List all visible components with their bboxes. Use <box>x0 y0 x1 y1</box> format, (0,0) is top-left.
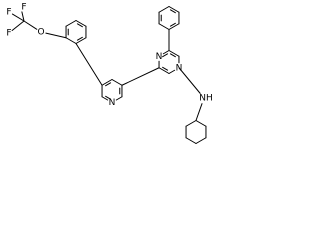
atom-f-top: F <box>6 8 11 18</box>
ring3-bond-4 <box>158 67 170 74</box>
ring1-bond-1 <box>75 20 87 27</box>
bond-o-aryl <box>45 32 67 39</box>
ring2-bond-4 <box>101 96 109 101</box>
ring3-bond-1 <box>168 50 180 57</box>
ring4-double-1 <box>169 9 176 14</box>
trifluoromethoxy-group <box>11 11 67 39</box>
atom-f-bottom: F <box>21 3 26 13</box>
ring1-double-1 <box>76 23 83 28</box>
ring3-double-3 <box>162 53 169 58</box>
bond-pyridine-pyrimidine <box>121 67 160 86</box>
ring3-bond-6 <box>162 50 170 55</box>
ring2-double-3 <box>105 95 112 100</box>
ring4-bond-4 <box>158 23 170 30</box>
bond-pyrimidine-nh <box>178 67 201 94</box>
ring3-double-2 <box>162 66 169 71</box>
pyridine-ring <box>75 43 123 101</box>
ring4-bond-1 <box>168 6 180 13</box>
ring1-double-2 <box>76 36 83 41</box>
phenyl-ring <box>158 6 180 51</box>
atom-o-ether: O <box>37 28 44 38</box>
ring1-bond-3 <box>75 37 87 44</box>
ring4-bond-6 <box>158 6 170 13</box>
ring1-bond-6 <box>65 20 77 27</box>
ring5-bond-6 <box>185 120 197 127</box>
ring5-bond-4 <box>185 137 197 144</box>
ring3-bond-3 <box>168 69 176 74</box>
bond-cf-top <box>11 13 25 22</box>
atom-f-left: F <box>6 29 11 39</box>
ring2-bond-6 <box>101 79 113 86</box>
ring3-double-1 <box>169 53 176 58</box>
bond-cf-bottom <box>21 11 25 22</box>
atom-n-pyrimidine-right: N <box>176 63 183 73</box>
ring2-bond-3 <box>115 96 123 101</box>
bond-aryl-pyridine <box>75 43 103 86</box>
ring2-bond-1 <box>111 79 123 86</box>
ring5-bond-3 <box>195 137 207 144</box>
ring1-bond-4 <box>65 37 77 44</box>
ring4-bond-3 <box>168 23 180 30</box>
ring4-double-2 <box>169 22 176 27</box>
bond-cf-left <box>11 20 25 32</box>
atom-n-pyrimidine-top: N <box>156 52 163 62</box>
atom-nh-amine: NH <box>199 94 213 104</box>
ring2-double-1 <box>105 82 112 87</box>
aryl-ring-ocf3 <box>65 20 87 44</box>
bond-c-o <box>23 20 38 30</box>
pyrimidine-ring <box>121 50 180 86</box>
atom-n-pyridine: N <box>109 98 116 108</box>
cyclohexyl-group <box>178 67 207 144</box>
ring5-bond-1 <box>195 120 207 127</box>
bond-nh-cyclohexyl <box>195 103 203 121</box>
